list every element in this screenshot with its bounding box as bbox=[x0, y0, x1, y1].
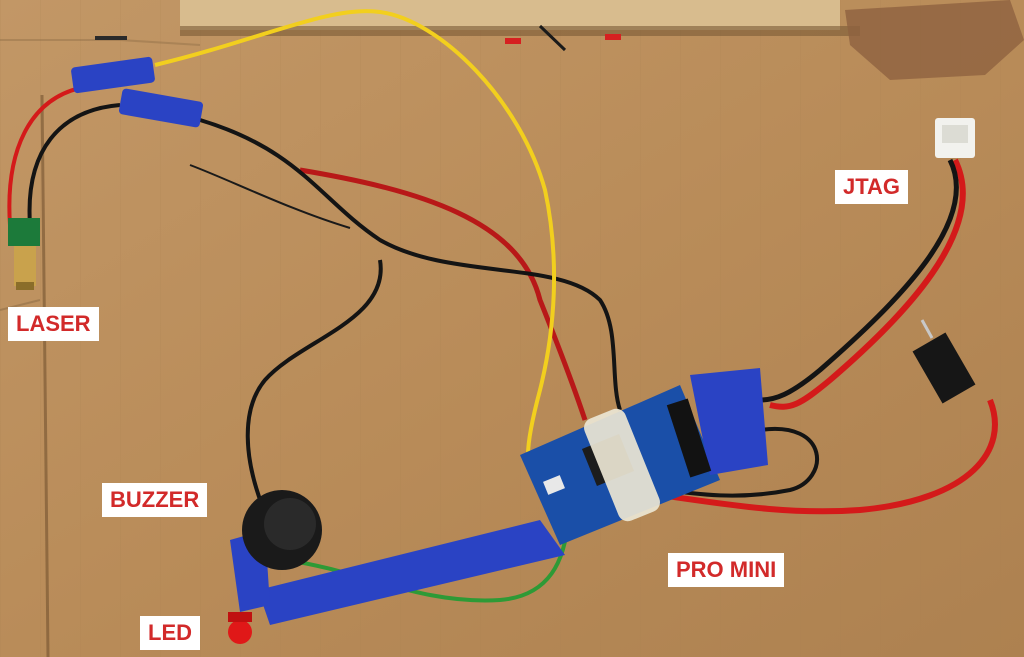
header-red-wire bbox=[659, 398, 998, 515]
jtag-black-wire bbox=[759, 158, 959, 403]
laser-black-wire bbox=[27, 103, 121, 226]
stray-black-wire bbox=[189, 164, 351, 229]
wood-board bbox=[180, 0, 840, 30]
stray-wire-bit bbox=[538, 24, 567, 52]
loop-black-wire bbox=[649, 426, 820, 498]
stray-component bbox=[605, 34, 621, 40]
led-label: LED bbox=[140, 616, 200, 650]
buzzer-black-wire bbox=[245, 259, 383, 506]
wood-board-shadow bbox=[180, 26, 860, 36]
yellow-wire bbox=[154, 9, 557, 456]
dupont-pin bbox=[920, 319, 934, 339]
led-body bbox=[228, 620, 252, 644]
stray-component bbox=[505, 38, 521, 44]
jtag-connector-inner bbox=[942, 125, 968, 143]
pro-mini-label: PRO MINI bbox=[668, 553, 785, 587]
laser-red-wire bbox=[7, 86, 81, 226]
jtag-red-wire bbox=[769, 158, 966, 410]
tape-wrap-top-left bbox=[71, 56, 155, 94]
buzzer-top bbox=[264, 498, 316, 550]
tape-wrap-top bbox=[118, 88, 204, 128]
packing-tape bbox=[845, 0, 1024, 80]
pro-mini-reset-button bbox=[543, 475, 565, 495]
led-base bbox=[228, 612, 252, 622]
buzzer-label: BUZZER bbox=[102, 483, 208, 517]
dupont-plug bbox=[912, 332, 976, 404]
stray-component bbox=[95, 36, 127, 40]
laser-pcb bbox=[8, 218, 40, 246]
pin-header-tape bbox=[690, 368, 768, 475]
cardboard-fold bbox=[0, 299, 41, 311]
laser-barrel bbox=[14, 246, 36, 286]
cardboard-edge bbox=[40, 94, 50, 657]
laser-label: LASER bbox=[8, 307, 99, 341]
tape-strip-long bbox=[258, 520, 565, 625]
jtag-label: JTAG bbox=[835, 170, 909, 204]
string-wrap bbox=[584, 408, 660, 522]
laser-lens bbox=[16, 282, 34, 290]
main-black-wire bbox=[199, 118, 622, 411]
pin-header bbox=[666, 398, 712, 478]
